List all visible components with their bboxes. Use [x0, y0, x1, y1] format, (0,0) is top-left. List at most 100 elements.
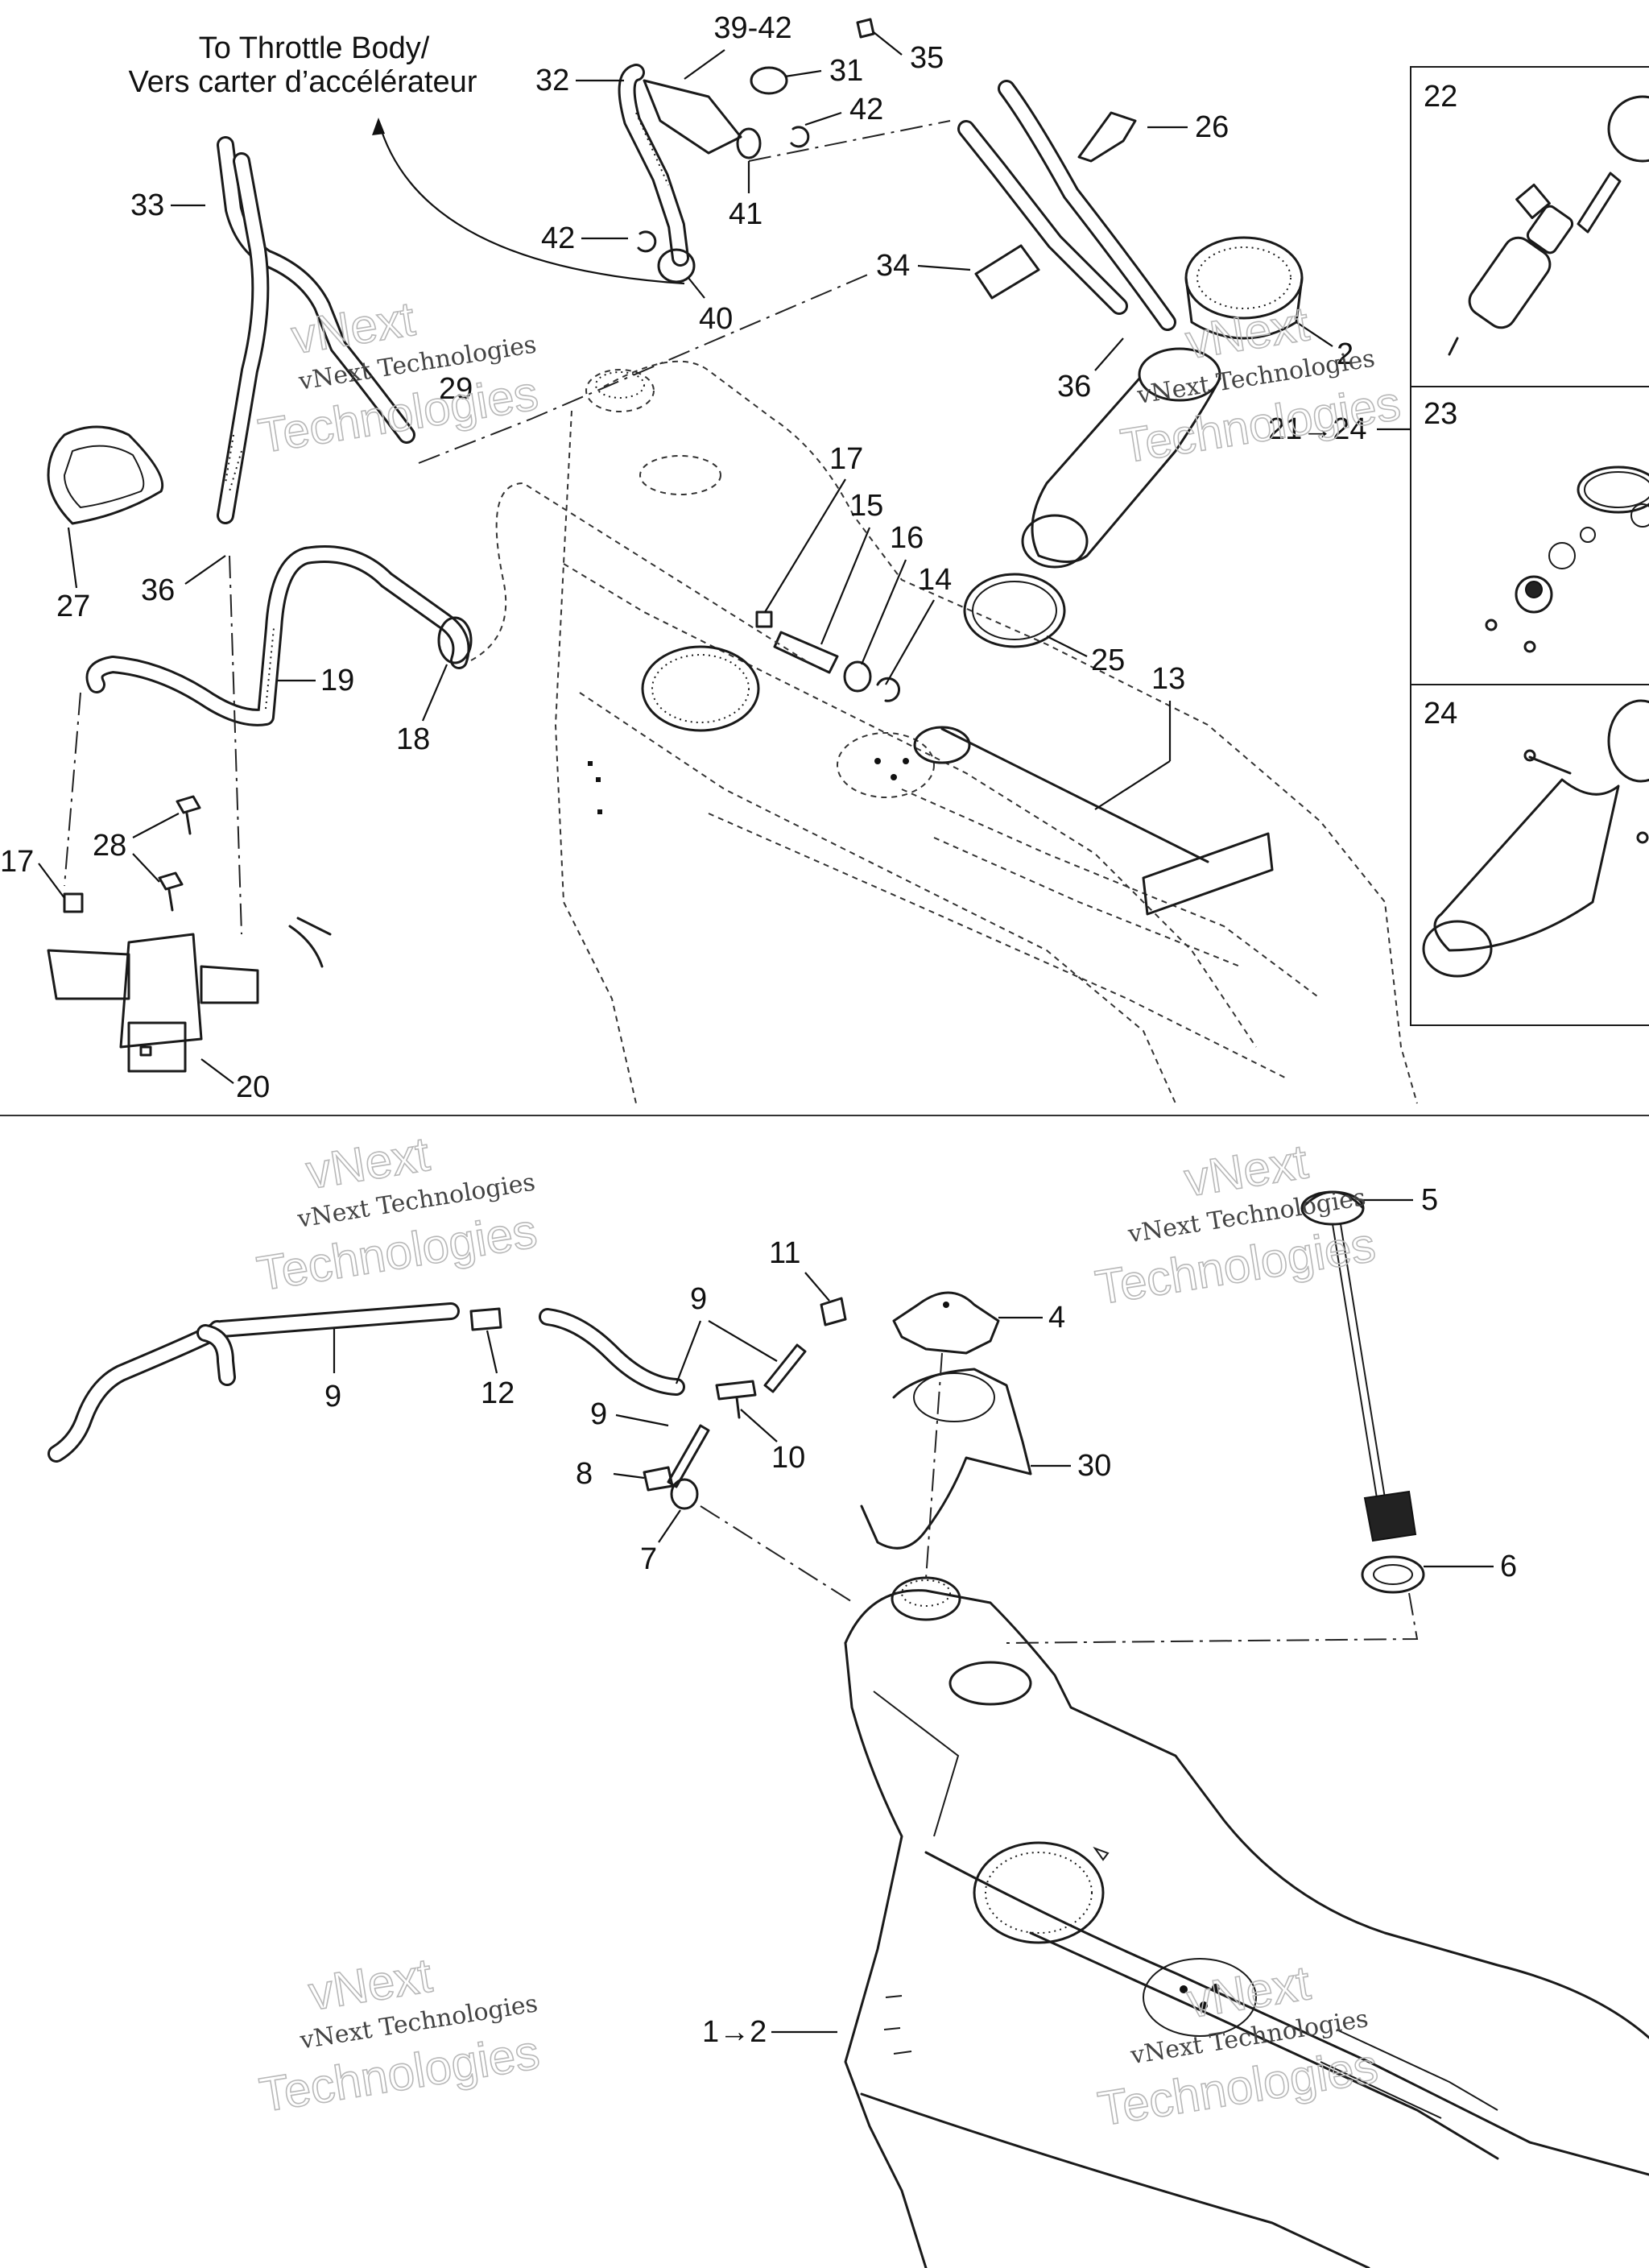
hose-19: [85, 545, 470, 726]
callout-20: 20: [236, 1070, 270, 1104]
part-9-small: [667, 1424, 710, 1488]
tank-opening-bottom: [973, 1841, 1105, 1944]
tank-opening-top: [641, 645, 760, 732]
callout-16: 16: [890, 521, 924, 555]
throttle-arrow: [377, 120, 685, 285]
part-9-tube: [763, 1343, 807, 1393]
dash-line-a: [418, 273, 870, 464]
hose-9-long: [48, 1302, 460, 1463]
callout-8: 8: [576, 1457, 593, 1491]
callout-40: 40: [699, 302, 733, 336]
callout-26: 26: [1195, 110, 1229, 144]
callout-12: 12: [481, 1376, 515, 1410]
part-2-lock-ring: [1184, 236, 1304, 340]
callout-35: 35: [910, 41, 944, 75]
part-30-shield: [860, 1368, 1032, 1550]
part-16: [843, 660, 872, 693]
callout-41: 41: [729, 197, 763, 231]
callout-28: 28: [93, 829, 126, 863]
part-8: [643, 1466, 674, 1492]
callout-7: 7: [640, 1542, 657, 1576]
bottom-fuel-tank: [844, 1576, 1649, 2268]
callout-42a: 42: [849, 93, 883, 126]
callout-36a: 36: [1057, 370, 1091, 404]
callout-9b: 9: [324, 1380, 341, 1413]
part-17a: [755, 610, 773, 628]
callout-13: 13: [1151, 662, 1185, 696]
pump-module: [1021, 347, 1221, 569]
dash-line-e: [470, 482, 806, 661]
callout-32: 32: [535, 64, 569, 97]
dash-line-d: [229, 555, 242, 935]
throttle-arrow-head: [372, 118, 385, 135]
dash-line-c: [64, 692, 81, 887]
part-6-grommet: [1361, 1555, 1425, 1594]
top-fuel-tank-outline: [554, 360, 1418, 1104]
panel-label-22: 22: [1424, 80, 1457, 114]
callout-30: 30: [1077, 1449, 1111, 1483]
callout-17a: 17: [829, 442, 863, 476]
part-5-sender: [1300, 1190, 1417, 1542]
part-17b: [63, 892, 84, 913]
inset-panels: 22 23 24: [1410, 66, 1649, 1026]
part-12: [469, 1307, 502, 1331]
callout-31: 31: [829, 54, 863, 88]
callout-6: 6: [1500, 1550, 1517, 1583]
part-13-sender: [913, 726, 1274, 916]
part-27-bracket: [47, 425, 164, 525]
callout-19: 19: [320, 664, 354, 697]
inset-level-sender: [1422, 699, 1649, 978]
watermarks: vNext Technologies vNext Technologies vN…: [253, 291, 1405, 2137]
title-line-2: Vers carter d’accélérateur: [129, 65, 477, 99]
part-7: [670, 1478, 699, 1510]
callout-18: 18: [396, 722, 430, 756]
part-26: [1077, 111, 1137, 163]
part-15: [773, 631, 839, 674]
part-14: [876, 677, 901, 702]
title-line-1: To Throttle Body/: [199, 31, 430, 65]
callout-11: 11: [769, 1236, 800, 1270]
part-25-seal: [963, 573, 1066, 648]
part-10-tee: [715, 1380, 757, 1419]
panel-label-24: 24: [1424, 697, 1457, 730]
callout-33: 33: [130, 188, 164, 222]
clips: [637, 18, 875, 253]
callout-9c: 9: [590, 1397, 607, 1431]
panel-label-23: 23: [1424, 397, 1457, 431]
callout-42b: 42: [541, 221, 575, 255]
callout-4: 4: [1048, 1301, 1065, 1335]
dash-line-g: [925, 1352, 943, 1579]
callout-21-24: 21→24: [1268, 412, 1367, 446]
part-4-cap: [892, 1291, 1000, 1355]
callout-14: 14: [918, 563, 952, 597]
callout-36b: 36: [141, 573, 175, 607]
callout-2: 2: [1337, 337, 1354, 371]
callout-15: 15: [849, 489, 883, 523]
callouts-bottom: 5 11 9 4 9 12 9 10 30 8 7 6 1→2: [324, 1183, 1517, 2049]
inset-frame: [1410, 66, 1649, 1026]
inset-seals: [1485, 466, 1649, 653]
callouts-top: 39-42 35 32 31 42 26 41 42 33 40 34 2 36…: [0, 11, 1411, 1104]
hose-33: [217, 136, 415, 524]
dash-line-f: [700, 1505, 854, 1604]
part-28-bolts: [158, 795, 201, 912]
callout-10: 10: [771, 1441, 805, 1475]
part-18: [437, 616, 473, 664]
callout-17b: 17: [0, 845, 34, 879]
callout-29: 29: [439, 372, 473, 406]
hose-32: [618, 64, 762, 284]
part-20-fuel-pump: [47, 917, 332, 1073]
dash-line-h: [1006, 1592, 1419, 1644]
callout-9a: 9: [690, 1282, 707, 1316]
inset-fuel-pump: [1448, 95, 1649, 356]
callout-39-42: 39-42: [713, 11, 791, 45]
callout-25: 25: [1091, 644, 1125, 677]
callout-27: 27: [56, 590, 90, 623]
dash-line-b: [748, 120, 951, 162]
callout-34: 34: [876, 249, 910, 283]
part-34: [974, 244, 1040, 300]
tank-filler-neck: [891, 1576, 961, 1621]
callout-5: 5: [1421, 1183, 1438, 1217]
callout-1-2: 1→2: [702, 2015, 767, 2049]
